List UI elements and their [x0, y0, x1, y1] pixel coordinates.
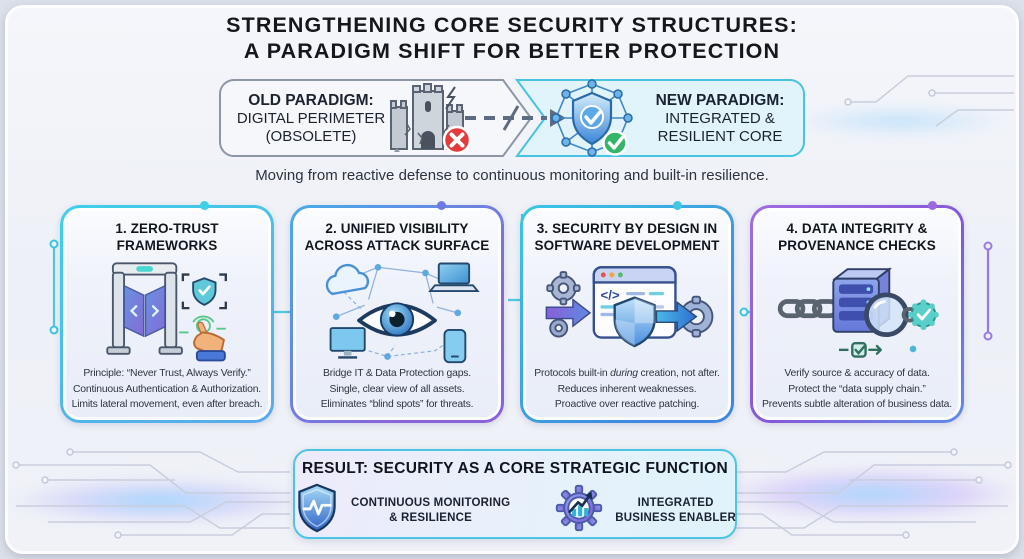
- chain-icon: [777, 299, 839, 319]
- card-data-integrity: 4. DATA INTEGRITY & PROVENANCE CHECKS: [750, 205, 964, 423]
- check-badge-icon: [602, 130, 628, 156]
- subtitle: Moving from reactive defense to continuo…: [255, 167, 769, 184]
- card-description: Verify source & accuracy of data. Protec…: [762, 368, 952, 410]
- card-title: 3. SECURITY BY DESIGN IN SOFTWARE DEVELO…: [534, 221, 720, 253]
- eye-network-icon: [297, 254, 497, 366]
- page-title-line1: STRENGTHENING CORE SECURITY STRUCTURES:: [226, 13, 798, 37]
- secure-dev-icon: </>: [527, 254, 727, 366]
- gear-growth-icon: [554, 483, 604, 538]
- x-badge-icon: [442, 125, 472, 155]
- gear-small-icon: [548, 318, 568, 338]
- card-security-by-design: 3. SECURITY BY DESIGN IN SOFTWARE DEVELO…: [520, 205, 734, 423]
- result-label: CONTINUOUS MONITORING & RESILIENCE: [350, 497, 511, 524]
- old-paradigm-heading: OLD PARADIGM:: [248, 92, 374, 109]
- card-unified-visibility: 2. UNIFIED VISIBILITY ACROSS ATTACK SURF…: [290, 205, 504, 423]
- data-provenance-icon: [757, 254, 957, 366]
- cloud-icon: [325, 263, 370, 296]
- card-title: 4. DATA INTEGRITY & PROVENANCE CHECKS: [778, 221, 936, 253]
- card-description: Bridge IT & Data Protection gaps. Single…: [320, 368, 474, 410]
- result-label: INTEGRATED BUSINESS ENABLER: [615, 497, 737, 524]
- paradigm-banner: OLD PARADIGM: DIGITAL PERIMETER (OBSOLET…: [217, 77, 807, 159]
- result-banner: RESULT: SECURITY AS A CORE STRATEGIC FUN…: [293, 449, 737, 539]
- arrow-out-icon: [655, 300, 697, 333]
- eye-icon: [357, 302, 437, 337]
- new-paradigm-text: NEW PARADIGM: INTEGRATED & RESILIENT COR…: [641, 92, 799, 146]
- castle-icon: [385, 83, 473, 155]
- page-title-line2: A PARADIGM SHIFT FOR BETTER PROTECTION: [243, 39, 781, 63]
- card2-node-dot: [437, 201, 446, 210]
- pillar-cards: 1. ZERO-TRUST FRAMEWORKS: [60, 205, 964, 423]
- card4-node-dot: [928, 201, 937, 210]
- arrow-in-icon: [545, 298, 591, 328]
- security-gate-icon: [67, 254, 267, 366]
- card-description: Principle: “Never Trust, Always Verify.”…: [71, 368, 263, 410]
- shield-icon: [613, 296, 656, 348]
- gear-icon: [545, 271, 581, 306]
- laptop-icon: [428, 262, 480, 292]
- magnifier-icon: [863, 292, 909, 338]
- lightning-icon: [445, 86, 456, 110]
- phone-icon: [443, 328, 467, 364]
- card1-node-dot: [200, 201, 209, 210]
- card-zero-trust: 1. ZERO-TRUST FRAMEWORKS: [60, 205, 274, 423]
- network-shield-icon: [551, 79, 633, 157]
- scan-frame-icon: [181, 273, 227, 310]
- page-title: STRENGTHENING CORE SECURITY STRUCTURES: …: [0, 12, 1024, 64]
- new-paradigm-heading: NEW PARADIGM:: [655, 92, 785, 109]
- card3-node-dot: [673, 201, 682, 210]
- card-description: Protocols built-in during creation, not …: [534, 368, 720, 410]
- hand-icon: [193, 321, 226, 362]
- result-item-monitoring: CONTINUOUS MONITORING & RESILIENCE: [294, 483, 510, 538]
- card-title: 1. ZERO-TRUST FRAMEWORKS: [115, 221, 219, 253]
- checklist-arrow-icon: [838, 342, 916, 358]
- card-title: 2. UNIFIED VISIBILITY ACROSS ATTACK SURF…: [304, 221, 490, 253]
- pulse-shield-icon: [294, 483, 340, 538]
- monitor-icon: [329, 327, 366, 359]
- result-item-enabler: INTEGRATED BUSINESS ENABLER: [554, 483, 736, 538]
- verified-badge-icon: [907, 299, 939, 331]
- old-paradigm-text: OLD PARADIGM: DIGITAL PERIMETER (OBSOLET…: [229, 92, 393, 146]
- result-title: RESULT: SECURITY AS A CORE STRATEGIC FUN…: [302, 460, 728, 477]
- svg-text:</>: </>: [600, 288, 619, 303]
